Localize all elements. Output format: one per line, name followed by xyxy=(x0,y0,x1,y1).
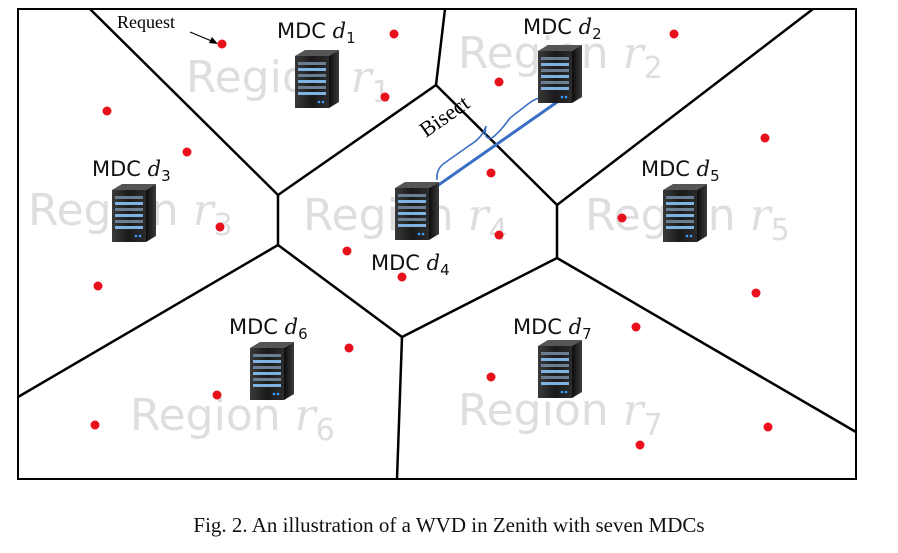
request-dot xyxy=(90,420,100,430)
mdc-label-d2: MDC d2 xyxy=(523,15,602,43)
request-dot xyxy=(93,281,103,291)
server-icon-d5 xyxy=(663,184,707,242)
request-arrowhead xyxy=(209,37,218,44)
server-icon-d2 xyxy=(538,45,582,103)
request-dot xyxy=(215,222,225,232)
mdc-label-d1: MDC d1 xyxy=(277,19,356,47)
request-dot xyxy=(617,213,627,223)
mdc-labels: MDC d1 MDC d2 MDC d3 MDC d4 MDC d5 MDC d… xyxy=(92,15,720,343)
boundary-r2-r5 xyxy=(556,8,814,206)
region-boundaries xyxy=(17,8,857,480)
request-annotation: Request xyxy=(117,12,218,44)
boundary-r5-r7 xyxy=(556,256,857,434)
boundary-r3-r6 xyxy=(17,243,279,399)
request-dot xyxy=(631,322,641,332)
request-dot xyxy=(494,230,504,240)
server-icon-d7 xyxy=(538,340,582,398)
request-dot xyxy=(182,147,192,157)
boundary-r1-r4 xyxy=(277,83,437,197)
request-dot xyxy=(763,422,773,432)
region-label-r6: Region r6 xyxy=(130,390,335,448)
bisector-line xyxy=(436,98,561,188)
brace-right xyxy=(491,96,549,139)
request-dot xyxy=(751,288,761,298)
request-dot xyxy=(486,372,496,382)
boundary-r4-r7 xyxy=(401,256,558,339)
bisect-label: Bisect xyxy=(415,90,474,142)
server-icon-d6 xyxy=(250,342,294,400)
brace-left xyxy=(436,125,493,181)
request-dot xyxy=(760,133,770,143)
request-dot xyxy=(102,106,112,116)
region-label-r3: Region r3 xyxy=(28,185,233,243)
region-labels: Region r1 Region r2 Region r3 Region r4 … xyxy=(28,28,790,448)
request-arrow xyxy=(189,31,215,43)
request-dot xyxy=(494,77,504,87)
boundary-r6-r7 xyxy=(395,336,404,480)
mdc-label-d3: MDC d3 xyxy=(92,157,171,185)
request-dot xyxy=(212,390,222,400)
boundary-r1-r3 xyxy=(89,8,279,196)
server-icon-d1 xyxy=(295,50,339,108)
server-icon-d3 xyxy=(112,184,156,242)
region-label-r4: Region r4 xyxy=(303,190,508,248)
diagram-frame xyxy=(17,8,857,480)
mdc-label-d4: MDC d4 xyxy=(371,251,450,279)
mdc-label-d6: MDC d6 xyxy=(229,315,308,343)
request-dot xyxy=(397,272,407,282)
request-dot xyxy=(344,343,354,353)
request-dot xyxy=(669,29,679,39)
request-dot xyxy=(486,168,496,178)
mdc-label-d7: MDC d7 xyxy=(513,315,592,343)
request-dot xyxy=(380,92,390,102)
region-label-r1: Region r1 xyxy=(186,52,391,110)
request-dot xyxy=(389,29,399,39)
server-icon-d4 xyxy=(395,182,439,240)
boundary-r1-r2 xyxy=(434,8,447,86)
request-dots xyxy=(90,29,773,450)
region-label-r2: Region r2 xyxy=(458,28,663,86)
request-dot xyxy=(342,246,352,256)
boundary-r4-r6 xyxy=(277,243,403,339)
request-dot xyxy=(635,440,645,450)
mdc-label-d5: MDC d5 xyxy=(641,157,720,185)
figure-caption: Fig. 2. An illustration of a WVD in Zeni… xyxy=(193,513,705,537)
request-dot xyxy=(217,39,227,49)
request-label: Request xyxy=(117,12,175,32)
